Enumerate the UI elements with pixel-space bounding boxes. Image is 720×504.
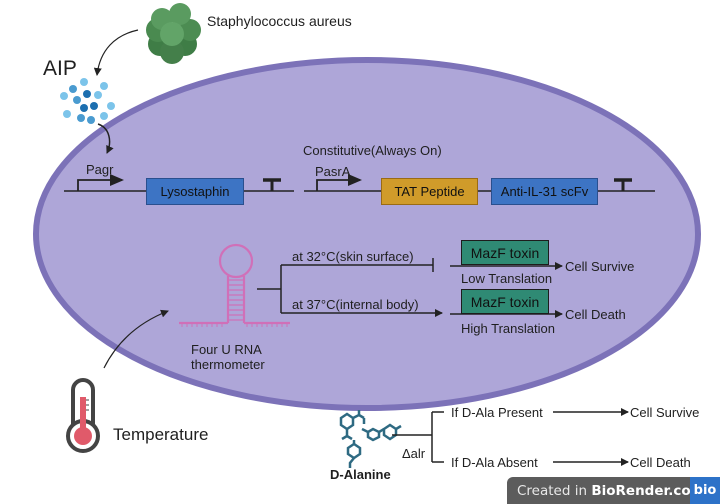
anti-il31-scfv-gene: Anti-IL-31 scFv — [491, 178, 598, 205]
dala-present-outcome: Cell Survive — [630, 405, 700, 420]
tat-peptide-gene: TAT Peptide — [381, 178, 478, 205]
watermark-prefix: Created in — [517, 482, 592, 499]
pagr-promoter-label: Pagr — [86, 162, 114, 177]
thermometer-branches — [257, 258, 563, 318]
temperature-arrow — [103, 309, 169, 369]
signal-arrow — [93, 29, 139, 76]
d-alanine-label: D-Alanine — [330, 467, 391, 482]
lysostaphin-gene: Lysostaphin — [146, 178, 244, 205]
thermometer-icon — [66, 378, 100, 453]
rna-thermometer-icon — [179, 243, 290, 327]
cell-body — [33, 57, 701, 411]
organism-label: Staphylococcus aureus — [207, 13, 352, 29]
biorender-logo-icon: bio — [690, 477, 720, 504]
rna-label-line2: thermometer — [191, 357, 265, 372]
temperature-label: Temperature — [113, 425, 209, 444]
watermark-text: Created in BioRender.com — [507, 483, 705, 499]
pasra-promoter-label: PasrA — [315, 164, 351, 179]
watermark-brand: BioRender.com — [591, 482, 705, 499]
alr-knockout-label: Δalr — [402, 446, 426, 461]
d-alanine-molecule-icon — [339, 410, 402, 468]
dala-present-label: If D-Ala Present — [451, 405, 543, 420]
aip-entry-arrow — [97, 123, 114, 154]
aip-label: AIP — [43, 57, 77, 80]
low-translation-label: Low Translation — [461, 271, 553, 286]
aip-molecules-icon — [60, 78, 115, 124]
condition-37c-label: at 37°C(internal body) — [292, 297, 419, 312]
high-outcome-label: Cell Death — [565, 307, 626, 322]
mazf-toxin-low: MazF toxin — [461, 240, 549, 265]
condition-32c-label: at 32°C(skin surface) — [292, 249, 414, 264]
biorender-watermark[interactable]: Created in BioRender.com bio — [507, 477, 720, 504]
low-outcome-label: Cell Survive — [565, 259, 635, 274]
rna-label-line1: Four U RNA — [191, 342, 262, 357]
dalanine-branches — [392, 408, 629, 466]
mazf-toxin-high: MazF toxin — [461, 289, 549, 314]
high-translation-label: High Translation — [461, 321, 555, 336]
dala-absent-label: If D-Ala Absent — [451, 455, 538, 470]
staphylococcus-aureus-icon — [146, 3, 201, 64]
constitutive-label: Constitutive(Always On) — [303, 143, 442, 158]
dala-absent-outcome: Cell Death — [630, 455, 691, 470]
